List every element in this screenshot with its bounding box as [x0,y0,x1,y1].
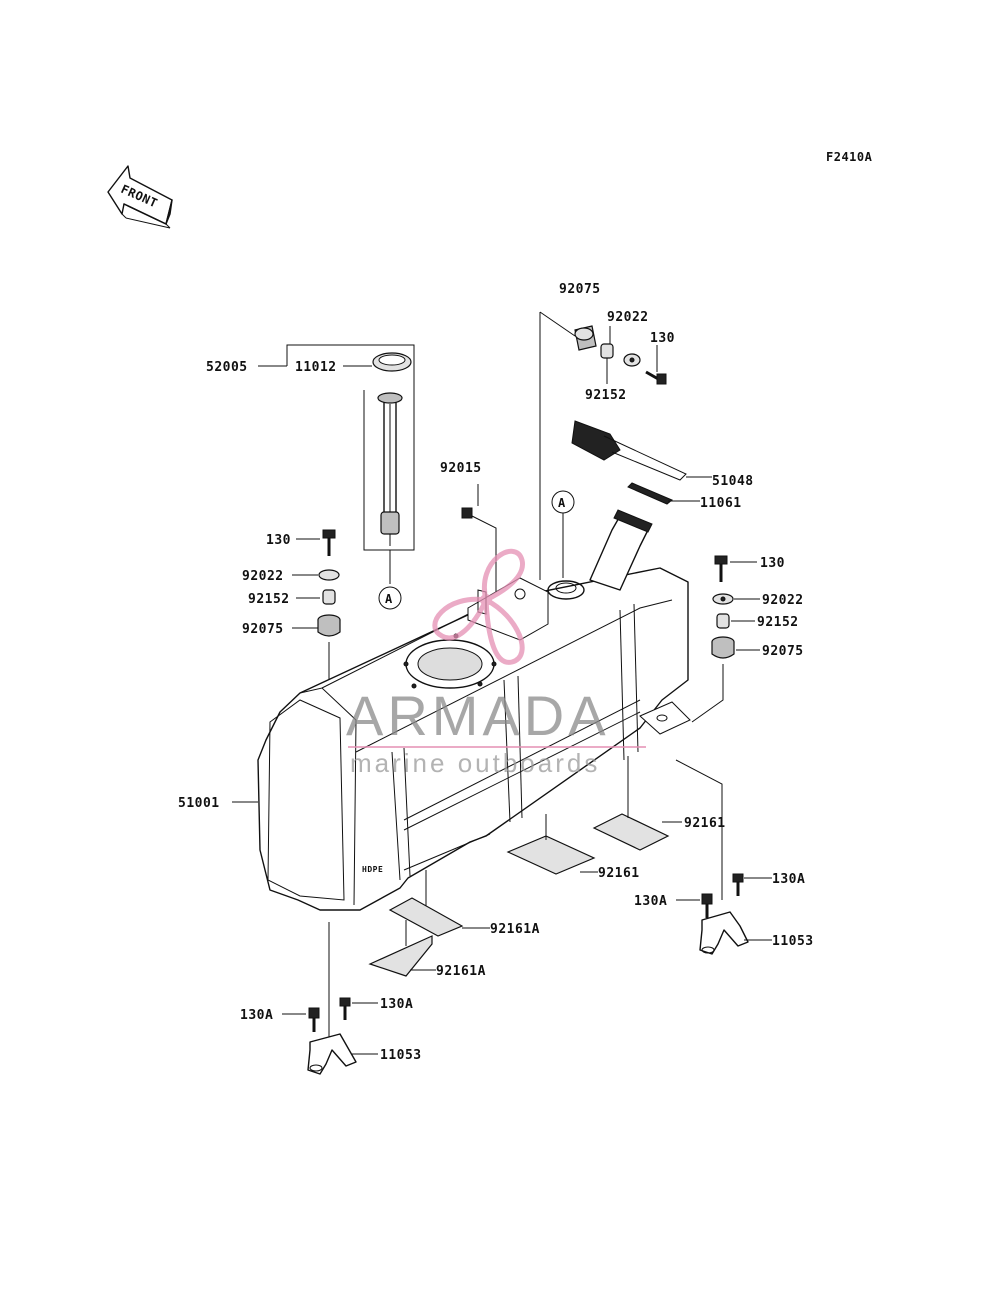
callout-92022-left: 92022 [242,569,284,584]
callout-92161A-top: 92161A [490,922,540,937]
filler-gasket [627,482,673,505]
callout-92022-top: 92022 [607,310,649,325]
callout-130-right: 130 [760,556,785,571]
collar-top [600,343,614,359]
callout-92075-left: 92075 [242,622,284,637]
bolt-130A-right-a [732,873,744,896]
washer-right [712,593,734,605]
watermark-tagline: marine outboards [350,748,600,778]
callout-11061: 11061 [700,496,742,511]
callout-51048: 51048 [712,474,754,489]
callout-130-top: 130 [650,331,675,346]
callout-92022-right: 92022 [762,593,804,608]
callout-11053-right: 11053 [772,934,814,949]
bolt-left [322,529,336,556]
filler-cap [571,420,687,481]
watermark: ARMADA marine outboards [346,548,646,778]
bolt-130A-left-b [308,1007,320,1032]
callout-92152-right: 92152 [757,615,799,630]
bracket-11053-left [307,1033,357,1075]
collar-left [322,589,336,605]
callout-130-left: 130 [266,533,291,548]
callout-92161A-bottom: 92161A [436,964,486,979]
sender-gasket [372,352,412,372]
svg-text:A: A [385,592,393,606]
grommet-left [317,614,341,637]
grommet-right [711,636,735,659]
fuel-sender-unit [377,392,403,546]
bolt-130A-left-a [339,997,351,1020]
callout-92015: 92015 [440,461,482,476]
callout-92075-top: 92075 [559,282,601,297]
ref-marker-a-left: A [378,586,402,610]
washer-top [623,353,641,367]
watermark-brand: ARMADA [346,684,610,747]
callout-11053-left: 11053 [380,1048,422,1063]
pad-92161-right [592,813,670,851]
callout-52005: 52005 [206,360,248,375]
front-arrow-icon: FRONT [107,165,173,229]
pad-92161A-top [388,897,464,937]
bolt-130A-right-b [701,893,713,918]
callout-130A-left-b: 130A [240,1008,273,1023]
callout-130A-left-a: 130A [380,997,413,1012]
watermark-logo-icon [432,548,525,665]
bolt-right [714,555,728,582]
callout-92152-left: 92152 [248,592,290,607]
callout-11012: 11012 [295,360,337,375]
callout-92161-mid: 92161 [598,866,640,881]
fuel-gauge-bracket [258,344,415,551]
pad-92161A-bottom [368,935,433,977]
callout-92075-right: 92075 [762,644,804,659]
pad-92161-mid [506,835,596,875]
callout-130A-right-b: 130A [634,894,667,909]
nut-92015 [461,507,473,519]
callout-92152-top: 92152 [585,388,627,403]
svg-text:A: A [558,496,566,510]
ref-marker-a-top: A [551,490,575,514]
bracket-11053-right [699,911,749,955]
diagram-code: F2410A [826,150,873,164]
tank-marking: HDPE [362,865,383,874]
callout-130A-right-a: 130A [772,872,805,887]
collar-right [716,613,730,629]
bolt-top [645,370,667,385]
callout-92161-right: 92161 [684,816,726,831]
grommet-top [574,325,597,351]
washer-left [318,569,340,581]
callout-51001: 51001 [178,796,220,811]
